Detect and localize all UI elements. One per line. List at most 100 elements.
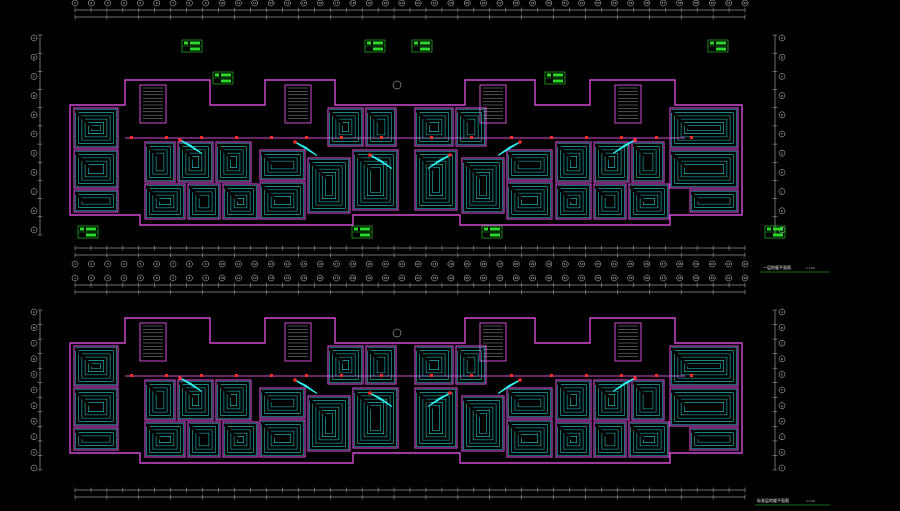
- axis-bubble: [88, 260, 95, 268]
- room-wall: [669, 107, 739, 149]
- axis-bubble: [30, 53, 38, 61]
- axis-bubble-label: 21: [400, 262, 404, 266]
- axis-bubble-label: L: [33, 466, 35, 470]
- valve-marker: [165, 374, 168, 377]
- manifold-tag-fill: [553, 73, 563, 77]
- axis-bubble-label: 33: [596, 1, 600, 5]
- room-wall: [177, 379, 214, 421]
- valve-marker: [655, 374, 658, 377]
- axis-bubble-label: 17: [335, 1, 339, 5]
- axis-bubble-label: 39: [694, 276, 698, 280]
- axis-bubble: [30, 73, 38, 80]
- axis-bubble-label: 42: [743, 262, 747, 266]
- axis-bubble: [725, 0, 732, 7]
- stair-core: [284, 84, 312, 124]
- axis-bubble: [463, 274, 471, 282]
- axis-bubble-label: D: [33, 94, 36, 98]
- heating-coil: [354, 151, 397, 209]
- valve-marker: [270, 374, 273, 377]
- heating-coil: [557, 381, 590, 419]
- room-wall: [187, 421, 221, 458]
- room-wall: [455, 107, 487, 147]
- axis-bubble-label: 28: [514, 262, 518, 266]
- room-wall: [414, 345, 454, 385]
- axis-bubble-label: 19: [367, 1, 371, 5]
- axis-bubble: [316, 274, 324, 282]
- axis-bubble: [627, 0, 634, 7]
- axis-bubble-label: 20: [384, 262, 388, 266]
- axis-bubble-label: 26: [482, 262, 486, 266]
- axis-bubble-label: 35: [629, 276, 633, 280]
- axis-bubble-label: 14: [286, 1, 290, 5]
- axis-bubble-label: 16: [318, 1, 322, 5]
- axis-bubble-label: C: [781, 341, 783, 345]
- axis-bubble: [202, 260, 209, 268]
- room-wall: [365, 345, 397, 385]
- axis-bubble-label: H: [33, 419, 35, 423]
- axis-bubble: [529, 260, 536, 268]
- axis-bubble: [611, 0, 618, 7]
- axis-bubble: [30, 464, 38, 472]
- axis-bubble-label: 6: [156, 262, 158, 266]
- axis-bubble: [561, 274, 569, 282]
- axis-bubble-label: K: [33, 451, 36, 455]
- axis-bubble: [333, 0, 340, 7]
- heating-coil: [630, 185, 668, 218]
- axis-bubble: [778, 464, 786, 472]
- room-wall: [555, 379, 592, 421]
- axis-bubble-label: D: [33, 357, 36, 361]
- manifold-tag-fill: [221, 79, 231, 83]
- axis-bubble: [30, 188, 38, 195]
- axis-bubble: [709, 0, 716, 7]
- axis-bubble-label: 18: [351, 262, 355, 266]
- axis-bubble-label: A: [781, 310, 784, 314]
- axis-bubble-label: 13: [269, 1, 273, 5]
- axis-bubble-label: 31: [563, 262, 567, 266]
- axis-bubble-label: 30: [547, 1, 551, 5]
- axis-bubble-label: 42: [743, 276, 747, 280]
- axis-bubble: [120, 274, 128, 282]
- section-mark: [392, 80, 402, 90]
- axis-bubble: [431, 0, 438, 7]
- heating-coil: [508, 421, 551, 456]
- manifold-tag-fill: [215, 73, 219, 77]
- axis-bubble: [512, 274, 520, 282]
- axis-bubble: [692, 0, 700, 7]
- axis-bubble-label: 32: [580, 1, 584, 5]
- valve-marker: [340, 136, 343, 139]
- axis-bubble-label: J: [781, 435, 783, 439]
- axis-bubble: [169, 0, 177, 7]
- room-wall: [628, 183, 670, 220]
- room-wall: [506, 387, 553, 419]
- heating-coil: [217, 143, 250, 181]
- room-wall: [593, 421, 627, 458]
- heating-coil: [671, 109, 737, 147]
- axis-bubble-label: 9: [205, 1, 207, 5]
- axis-bubble-label: 19: [367, 262, 371, 266]
- axis-bubble-label: 18: [351, 1, 355, 5]
- manifold-pipe: [612, 377, 636, 393]
- room-wall: [327, 345, 364, 385]
- room-wall: [144, 141, 176, 183]
- axis-bubble: [300, 274, 308, 282]
- axis-bubble-label: 34: [612, 262, 616, 266]
- lower-plan-caption: 标准层地暖平面图: [757, 498, 789, 503]
- axis-bubble-label: 5: [139, 262, 141, 266]
- axis-bubble-label: 11: [237, 1, 241, 5]
- axis-bubble: [30, 130, 38, 138]
- room-wall: [461, 157, 505, 214]
- heating-coil: [224, 423, 257, 456]
- manifold-pipe: [369, 154, 393, 170]
- axis-bubble-label: 36: [645, 276, 649, 280]
- room-wall: [307, 157, 351, 214]
- axis-bubble: [71, 260, 79, 268]
- room-wall: [555, 421, 592, 458]
- valve-marker: [200, 136, 203, 139]
- axis-bubble: [447, 260, 455, 268]
- manifold-tag-fill: [414, 41, 418, 45]
- manifold-pipe: [294, 379, 318, 395]
- axis-bubble: [709, 260, 716, 268]
- axis-bubble-label: 28: [514, 276, 518, 280]
- heating-coil: [146, 423, 184, 456]
- axis-bubble: [480, 0, 487, 7]
